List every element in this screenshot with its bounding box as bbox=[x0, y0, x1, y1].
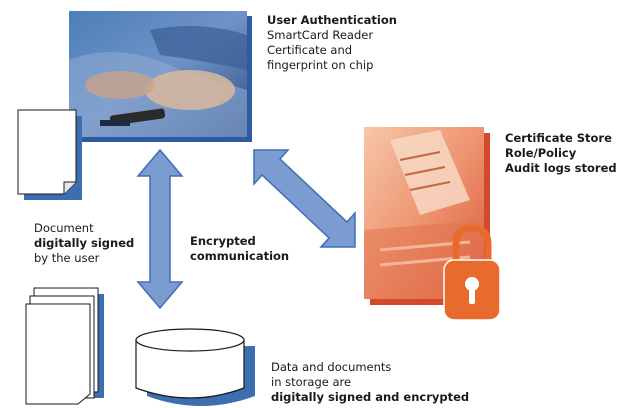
communication-text: communication bbox=[190, 249, 290, 263]
document-label: Document digitally signed by the user bbox=[34, 221, 134, 266]
signed-encrypted-text: digitally signed and encrypted bbox=[271, 390, 470, 404]
fingerprint-text: fingerprint on chip bbox=[267, 58, 374, 72]
database-icon bbox=[135, 328, 255, 406]
data-documents-text: Data and documents bbox=[271, 360, 392, 374]
certificate-store-label: Certificate Store Role/Policy Audit logs… bbox=[505, 131, 617, 176]
role-policy-text: Role/Policy bbox=[505, 146, 577, 160]
in-storage-text: in storage are bbox=[271, 375, 352, 389]
encrypted-communication-label: Encrypted communication bbox=[190, 234, 289, 264]
by-user-text: by the user bbox=[34, 251, 100, 265]
certificate-store-icon bbox=[364, 127, 490, 305]
storage-label: Data and documents in storage are digita… bbox=[271, 360, 469, 405]
audit-logs-text: Audit logs stored bbox=[505, 161, 617, 175]
encrypted-text: Encrypted bbox=[190, 234, 256, 248]
encrypted-channel-vertical-arrow bbox=[136, 148, 184, 310]
encrypted-channel-diagonal-arrow bbox=[253, 149, 356, 248]
smartcard-reader-text: SmartCard Reader bbox=[267, 28, 374, 42]
lock-icon bbox=[443, 224, 501, 321]
document-icon bbox=[17, 109, 82, 200]
document-stack-icon bbox=[25, 287, 104, 405]
document-text: Document bbox=[34, 221, 94, 235]
certificate-text: Certificate and bbox=[267, 43, 353, 57]
user-authentication-title: User Authentication bbox=[267, 13, 397, 27]
digitally-signed-text: digitally signed bbox=[34, 236, 135, 250]
user-authentication-label: User Authentication SmartCard Reader Cer… bbox=[267, 13, 397, 73]
certificate-store-text: Certificate Store bbox=[505, 131, 612, 145]
smartcard-photo bbox=[69, 11, 252, 142]
